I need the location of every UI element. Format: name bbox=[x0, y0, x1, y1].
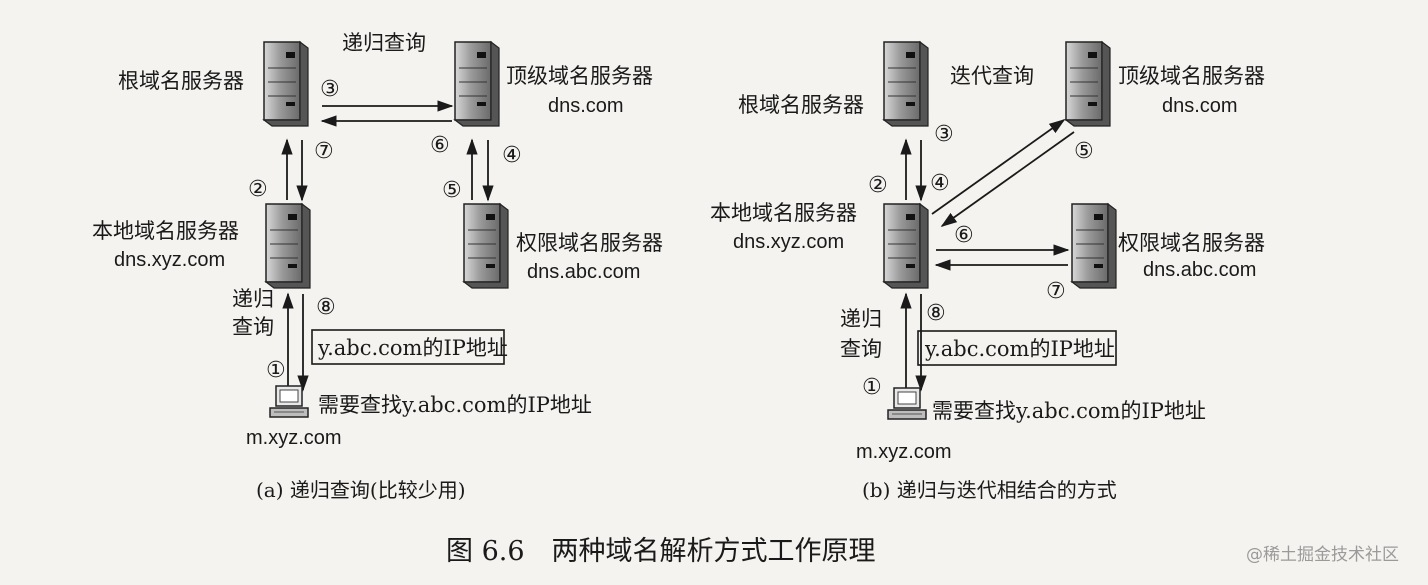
auth-server-label: 权限域名服务器 bbox=[1118, 231, 1265, 255]
panel-a-caption: (a) 递归查询(比较少用) bbox=[256, 478, 466, 502]
figure-caption: 图 6.6 两种域名解析方式工作原理 bbox=[446, 536, 876, 567]
step-3: ③ bbox=[934, 122, 954, 147]
watermark: @稀土掘金技术社区 bbox=[1246, 545, 1399, 565]
step-8: ⑧ bbox=[926, 301, 946, 326]
tld-server-label: 顶级域名服务器 bbox=[506, 64, 653, 88]
step-1: ① bbox=[266, 358, 286, 383]
query-label-line2: 查询 bbox=[232, 315, 274, 339]
auth-server-label: 权限域名服务器 bbox=[516, 231, 663, 255]
panel-b-caption: (b) 递归与迭代相结合的方式 bbox=[862, 478, 1117, 502]
local-server-icon bbox=[883, 203, 929, 289]
step-7: ⑦ bbox=[1046, 279, 1066, 304]
query-label-line2: 查询 bbox=[840, 337, 882, 361]
root-server-label: 根域名服务器 bbox=[118, 69, 244, 93]
recursive-query-label: 递归查询 bbox=[342, 31, 426, 55]
host-computer-icon bbox=[269, 385, 309, 418]
step-5: ⑤ bbox=[1074, 139, 1094, 164]
step-5: ⑤ bbox=[442, 178, 462, 203]
iterative-query-label: 迭代查询 bbox=[950, 64, 1034, 88]
query-label-line1: 递归 bbox=[840, 307, 882, 331]
step-4: ④ bbox=[930, 171, 950, 196]
host-computer-icon bbox=[887, 387, 927, 420]
tld-server-domain: dns.com bbox=[1162, 95, 1238, 117]
panel-b: 根域名服务器 迭代查询 顶级域名服务器 dns.com 本地域名服务器 dns.… bbox=[710, 41, 1265, 502]
host-domain: m.xyz.com bbox=[246, 427, 342, 449]
step-3: ③ bbox=[320, 77, 340, 102]
tld-server-icon bbox=[1065, 41, 1111, 127]
host-domain: m.xyz.com bbox=[856, 441, 952, 463]
step-8: ⑧ bbox=[316, 295, 336, 320]
tld-server-label: 顶级域名服务器 bbox=[1118, 64, 1265, 88]
arrow-5 bbox=[940, 131, 1075, 227]
step-6: ⑥ bbox=[954, 223, 974, 248]
auth-server-domain: dns.abc.com bbox=[1143, 259, 1256, 281]
answer-box bbox=[917, 330, 1117, 366]
root-server-label: 根域名服务器 bbox=[738, 93, 864, 117]
panel-a: 递归查询 根域名服务器 顶级域名服务器 dns.com 本地域名服务器 dns.… bbox=[92, 31, 663, 502]
tld-server-domain: dns.com bbox=[548, 95, 624, 117]
host-request-text: 需要查找y.abc.com的IP地址 bbox=[318, 393, 592, 417]
local-server-icon bbox=[265, 203, 311, 289]
root-server-icon bbox=[883, 41, 929, 127]
root-server-icon bbox=[263, 41, 309, 127]
step-6: ⑥ bbox=[430, 133, 450, 158]
step-1: ① bbox=[862, 375, 882, 400]
auth-server-icon bbox=[463, 203, 509, 289]
tld-server-icon bbox=[454, 41, 500, 127]
auth-server-icon bbox=[1071, 203, 1117, 289]
answer-box bbox=[311, 329, 505, 365]
local-server-label: 本地域名服务器 bbox=[710, 201, 857, 225]
step-4: ④ bbox=[502, 143, 522, 168]
query-label-line1: 递归 bbox=[232, 287, 274, 311]
step-7: ⑦ bbox=[314, 139, 334, 164]
answer-box-text: y.abc.com的IP地址 bbox=[924, 337, 1115, 361]
local-server-label: 本地域名服务器 bbox=[92, 219, 239, 243]
local-server-domain: dns.xyz.com bbox=[114, 249, 225, 271]
answer-box-text: y.abc.com的IP地址 bbox=[317, 336, 508, 360]
step-2: ② bbox=[868, 173, 888, 198]
arrow-4 bbox=[931, 119, 1066, 215]
local-server-domain: dns.xyz.com bbox=[733, 231, 844, 253]
step-2: ② bbox=[248, 177, 268, 202]
auth-server-domain: dns.abc.com bbox=[527, 261, 640, 283]
host-request-text: 需要查找y.abc.com的IP地址 bbox=[932, 399, 1206, 423]
